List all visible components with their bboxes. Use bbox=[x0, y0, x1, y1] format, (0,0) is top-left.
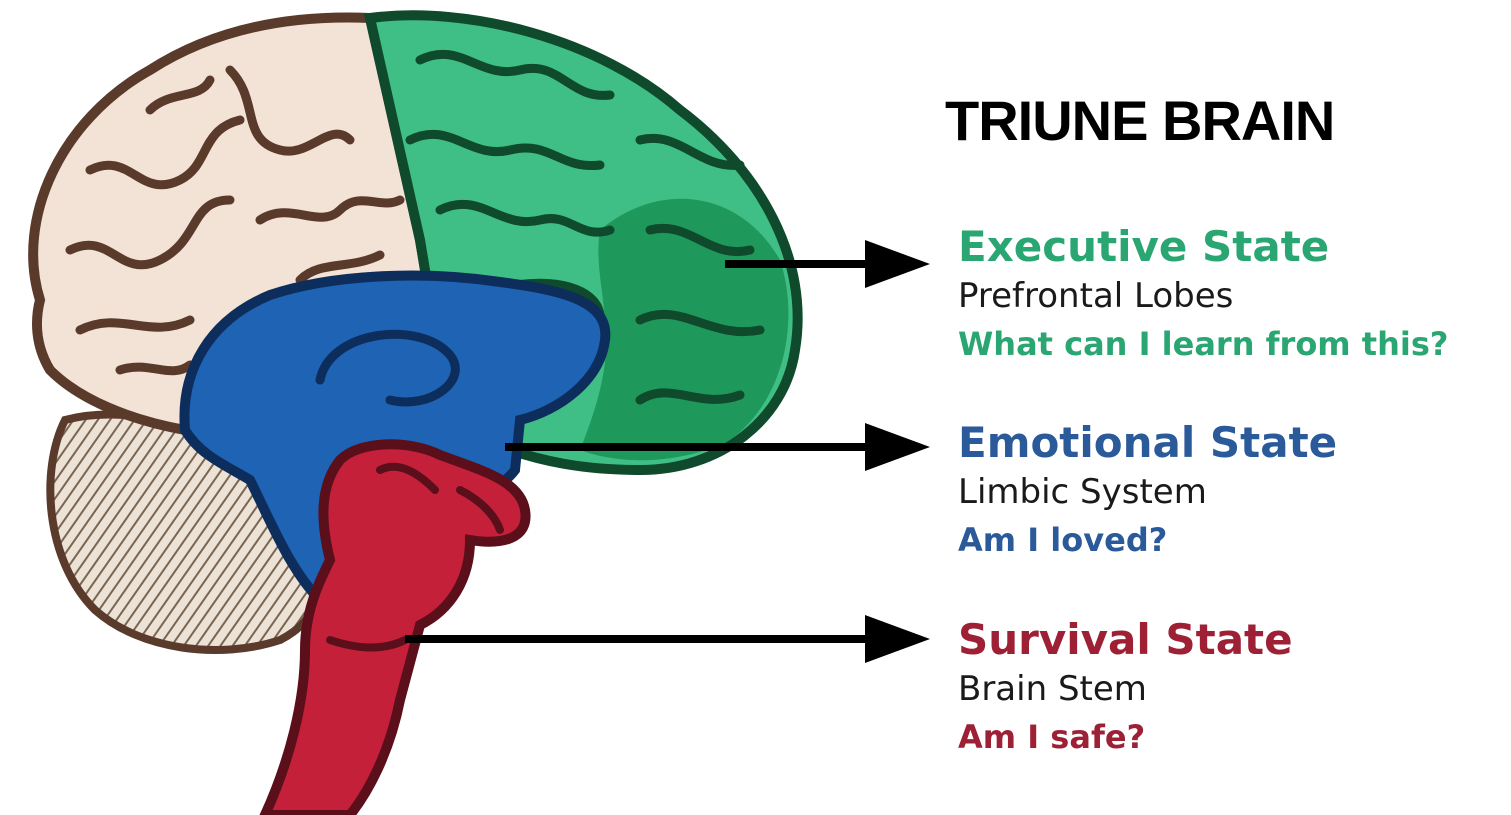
state-name: Emotional State bbox=[958, 418, 1337, 468]
brain-region: Limbic System bbox=[958, 468, 1337, 516]
survival-state-block: Survival State Brain Stem Am I safe? bbox=[958, 615, 1293, 761]
state-name: Survival State bbox=[958, 615, 1293, 665]
state-question: Am I loved? bbox=[958, 516, 1337, 564]
executive-state-block: Executive State Prefrontal Lobes What ca… bbox=[958, 222, 1448, 368]
arrow-survival bbox=[405, 615, 930, 663]
brain-region: Prefrontal Lobes bbox=[958, 272, 1448, 320]
state-question: What can I learn from this? bbox=[958, 320, 1448, 368]
brain-region: Brain Stem bbox=[958, 665, 1293, 713]
emotional-state-block: Emotional State Limbic System Am I loved… bbox=[958, 418, 1337, 564]
state-question: Am I safe? bbox=[958, 713, 1293, 761]
state-name: Executive State bbox=[958, 222, 1448, 272]
diagram-title: TRIUNE BRAIN bbox=[945, 88, 1334, 153]
